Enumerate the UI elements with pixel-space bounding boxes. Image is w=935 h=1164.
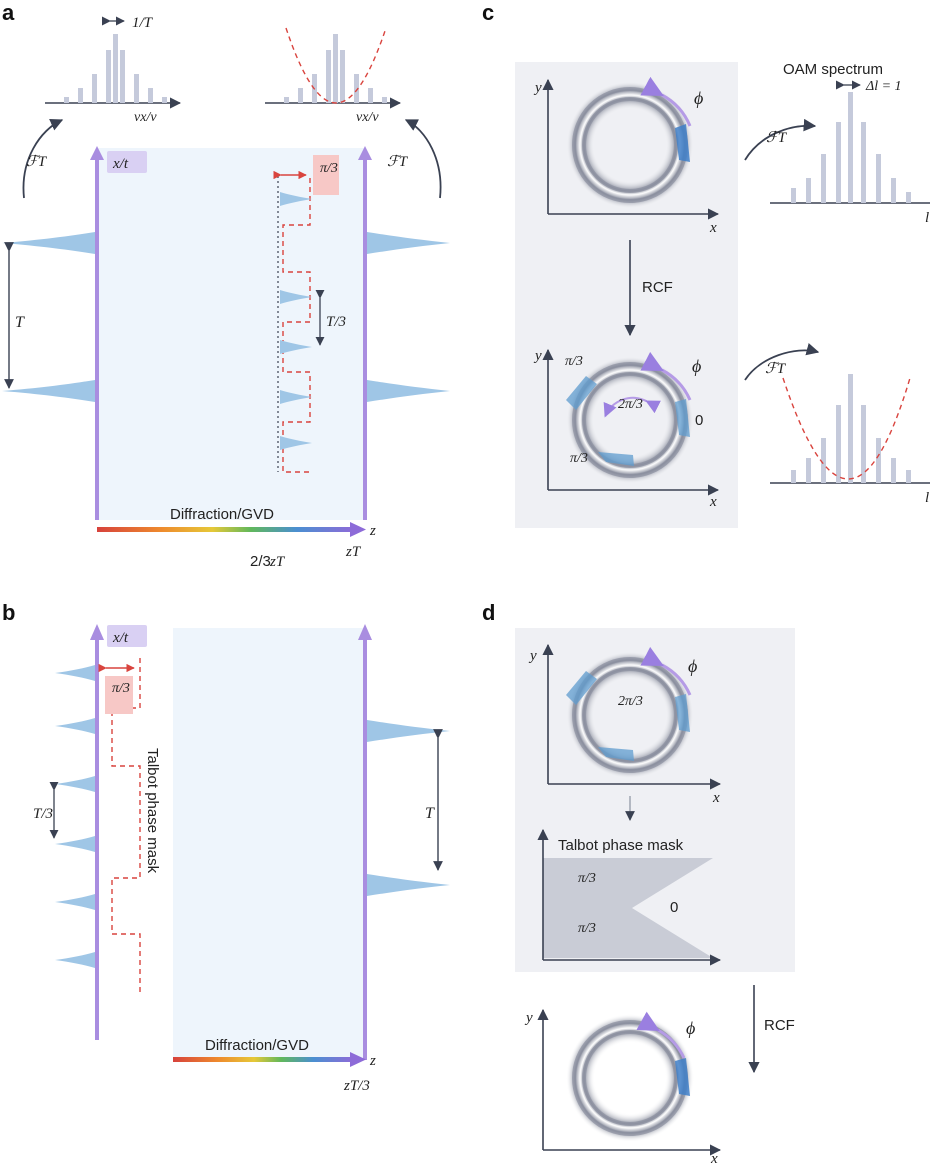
phi-label-c-top: ϕ (694, 88, 703, 108)
spectrum-left: 1/T νx/ν (45, 15, 182, 125)
z-label-b: z (369, 1053, 376, 1069)
z-label-a: z (369, 523, 376, 539)
phi-label-d-bottom: ϕ (686, 1018, 695, 1038)
pi-label-d-bottom: π/3 (578, 921, 596, 936)
ring-plot-d-top: y x ϕ 2π/3 (528, 643, 722, 806)
pi-label-c-top: π/3 (565, 354, 583, 369)
zT-label-a-end: zT (345, 544, 362, 560)
period-T-label-a: T (15, 314, 25, 331)
rcf-label-d: RCF (764, 1017, 795, 1034)
nu-axis-label-right: νx/ν (356, 110, 379, 125)
pulse (367, 232, 450, 254)
ring-plot-c-bottom: y x ϕ 2π/3 π/3 π/3 0 (533, 348, 720, 510)
propagation-region (97, 148, 365, 520)
x-axis-label: x (712, 790, 720, 806)
l-axis-label: l (925, 490, 929, 506)
x-over-t-label-a: x/t (112, 156, 129, 172)
pi-label-d-top: π/3 (578, 871, 596, 886)
y-axis-label: y (533, 80, 542, 96)
panel-label-c: c (482, 0, 494, 25)
ring-plot-c-top: y x ϕ (533, 76, 720, 236)
diffraction-label-b: Diffraction/GVD (205, 1037, 309, 1054)
pi-label-a: π/3 (320, 161, 338, 176)
ft-label-a-left: ℱT (26, 154, 48, 170)
nu-axis-label-left: νx/ν (134, 110, 157, 125)
talbot-mask-title: Talbot phase mask (558, 837, 684, 854)
x-over-t-label-b: x/t (112, 630, 129, 646)
panel-a: a 1/T νx/ν (2, 0, 450, 570)
spectrum-right: νx/ν (265, 27, 402, 125)
pi-label-b: π/3 (112, 681, 130, 696)
oam-spectrum-top: OAM spectrum Δl = 1 l ℱT (744, 61, 930, 226)
panel-label-d: d (482, 600, 495, 625)
T-third-label-a: T/3 (326, 314, 346, 330)
pi-label-c-bottom: π/3 (570, 451, 588, 466)
zT-label-a-mid: zT (269, 554, 286, 570)
one-over-T-label: 1/T (132, 15, 154, 31)
panel-label-b: b (2, 600, 15, 625)
x-axis-label: x (709, 494, 717, 510)
pulse (2, 380, 95, 402)
panel-d: d y x ϕ 2π/3 Talbot phase mask π/3 (482, 600, 795, 1164)
two-pi-label-d: 2π/3 (618, 694, 643, 709)
zero-label-c: 0 (695, 412, 703, 429)
y-axis-label: y (528, 648, 537, 664)
zT-third-label-b: zT/3 (343, 1078, 370, 1094)
two-thirds-label: 2/3 (250, 553, 271, 570)
x-axis-label: x (710, 1151, 718, 1164)
ring-segment (675, 124, 690, 162)
pulse (2, 232, 95, 254)
panel-c: c y x ϕ RCF y x (482, 0, 930, 528)
oam-spectrum-title: OAM spectrum (783, 61, 883, 78)
ft-label-c-bottom: ℱT (765, 361, 787, 377)
panel-b: b x/t T/3 π/3 Talbot phase mask T (2, 600, 450, 1094)
x-axis-label: x (709, 220, 717, 236)
ft-label-c-top: ℱT (766, 130, 788, 146)
period-T-label-b: T (425, 805, 435, 822)
oam-spectrum-bottom: l ℱT (744, 343, 930, 506)
ft-label-a-right: ℱT (387, 154, 409, 170)
propagation-region-b (173, 628, 365, 1060)
y-axis-label: y (533, 348, 542, 364)
zero-label-d: 0 (670, 899, 678, 916)
phi-label-d-top: ϕ (688, 656, 697, 676)
ring-plot-d-bottom: y x ϕ (524, 1008, 722, 1164)
talbot-mask-vertical-label: Talbot phase mask (144, 748, 161, 874)
talbot-phase-mask-plot: Talbot phase mask π/3 π/3 0 (537, 828, 722, 966)
pulse (367, 380, 450, 402)
rcf-label-c: RCF (642, 279, 673, 296)
l-axis-label: l (925, 210, 929, 226)
panel-label-a: a (2, 0, 15, 25)
diffraction-label-a: Diffraction/GVD (170, 506, 274, 523)
y-axis-label: y (524, 1010, 533, 1026)
delta-l-label: Δl = 1 (865, 79, 902, 94)
T-third-label-b: T/3 (33, 806, 53, 822)
phi-label-c-bottom: ϕ (692, 356, 701, 376)
two-pi-label-c: 2π/3 (618, 397, 643, 412)
